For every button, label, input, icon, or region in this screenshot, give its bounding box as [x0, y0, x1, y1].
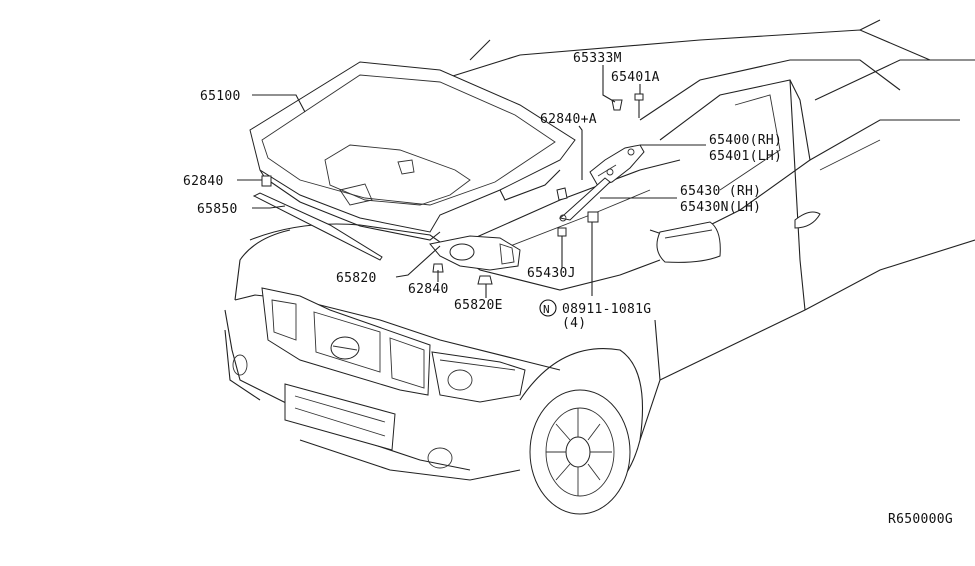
- label-08911-1081G: 08911-1081G: [562, 302, 651, 317]
- part-labels: 65100 62840 65850 65820 62840 65820E 628…: [183, 51, 953, 527]
- label-65850: 65850: [197, 202, 238, 217]
- label-65820E: 65820E: [454, 298, 503, 313]
- nut-badge-letter: N: [543, 303, 550, 316]
- hinge-group: [556, 93, 645, 237]
- label-65430J: 65430J: [527, 266, 576, 281]
- label-65430-rh: 65430 (RH): [680, 184, 761, 199]
- vehicle-outline: [224, 19, 975, 515]
- label-nut-quantity: (4): [562, 316, 586, 331]
- nut-badge-circle: [539, 299, 557, 317]
- label-65401A: 65401A: [611, 70, 660, 85]
- label-62840-left: 62840: [183, 174, 224, 189]
- label-62840-lower: 62840: [408, 282, 449, 297]
- leader-lines: [237, 65, 706, 298]
- label-65430N-lh: 65430N(LH): [680, 200, 761, 215]
- diagram-reference-code: R650000G: [888, 512, 953, 527]
- hood-panel: [249, 61, 576, 241]
- label-62840A: 62840+A: [540, 112, 597, 127]
- label-65401-lh: 65401(LH): [709, 149, 782, 164]
- label-65820: 65820: [336, 271, 377, 286]
- label-65333M: 65333M: [573, 51, 622, 66]
- label-65400-rh: 65400(RH): [709, 133, 782, 148]
- hood-seal: [252, 192, 383, 261]
- hood-lock-group: [261, 175, 521, 285]
- label-65100: 65100: [200, 89, 241, 104]
